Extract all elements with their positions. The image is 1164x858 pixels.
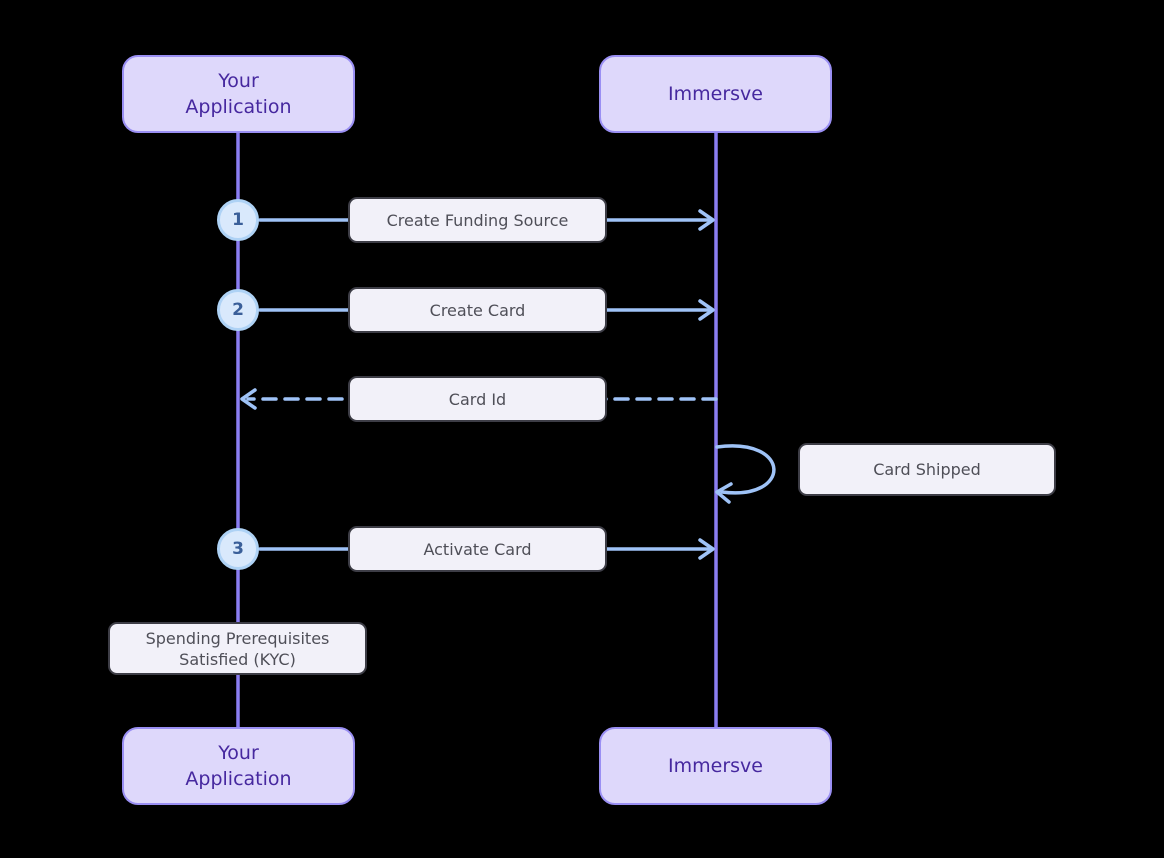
arrow-card-shipped-head	[715, 482, 733, 504]
actor-your-application-top: Your Application	[122, 55, 355, 133]
note-text: Spending Prerequisites Satisfied (KYC)	[145, 628, 330, 669]
actor-label: Your Application	[185, 742, 292, 790]
actor-immersve-bottom: Immersve	[599, 727, 832, 805]
step-1-badge: 1	[217, 199, 259, 241]
actor-your-application-bottom: Your Application	[122, 727, 355, 805]
arrow-create-card-head	[698, 299, 715, 321]
arrow-card-id-head	[240, 388, 257, 410]
message-text: Activate Card	[423, 539, 532, 559]
message-label-card-shipped: Card Shipped	[798, 443, 1056, 496]
step-number: 3	[232, 539, 244, 559]
arrow-activate-card-head	[698, 538, 715, 560]
step-3-badge: 3	[217, 528, 259, 570]
actor-label: Your Application	[185, 70, 292, 118]
message-text: Create Funding Source	[386, 210, 569, 230]
arrow-create-funding-source-head	[698, 209, 715, 231]
message-label-activate-card: Activate Card	[348, 526, 607, 572]
message-text: Create Card	[429, 300, 526, 320]
message-text: Card Shipped	[873, 460, 981, 479]
actor-immersve-top: Immersve	[599, 55, 832, 133]
step-2-badge: 2	[217, 289, 259, 331]
message-label-create-card: Create Card	[348, 287, 607, 333]
message-text: Card Id	[448, 389, 507, 409]
note-spending-prerequisites: Spending Prerequisites Satisfied (KYC)	[108, 622, 367, 675]
message-label-card-id: Card Id	[348, 376, 607, 422]
actor-label: Immersve	[668, 755, 763, 777]
actor-label: Immersve	[668, 83, 763, 105]
arrow-card-shipped-loop	[715, 444, 776, 495]
message-label-create-funding-source: Create Funding Source	[348, 197, 607, 243]
step-number: 2	[232, 300, 244, 320]
step-number: 1	[232, 210, 244, 230]
